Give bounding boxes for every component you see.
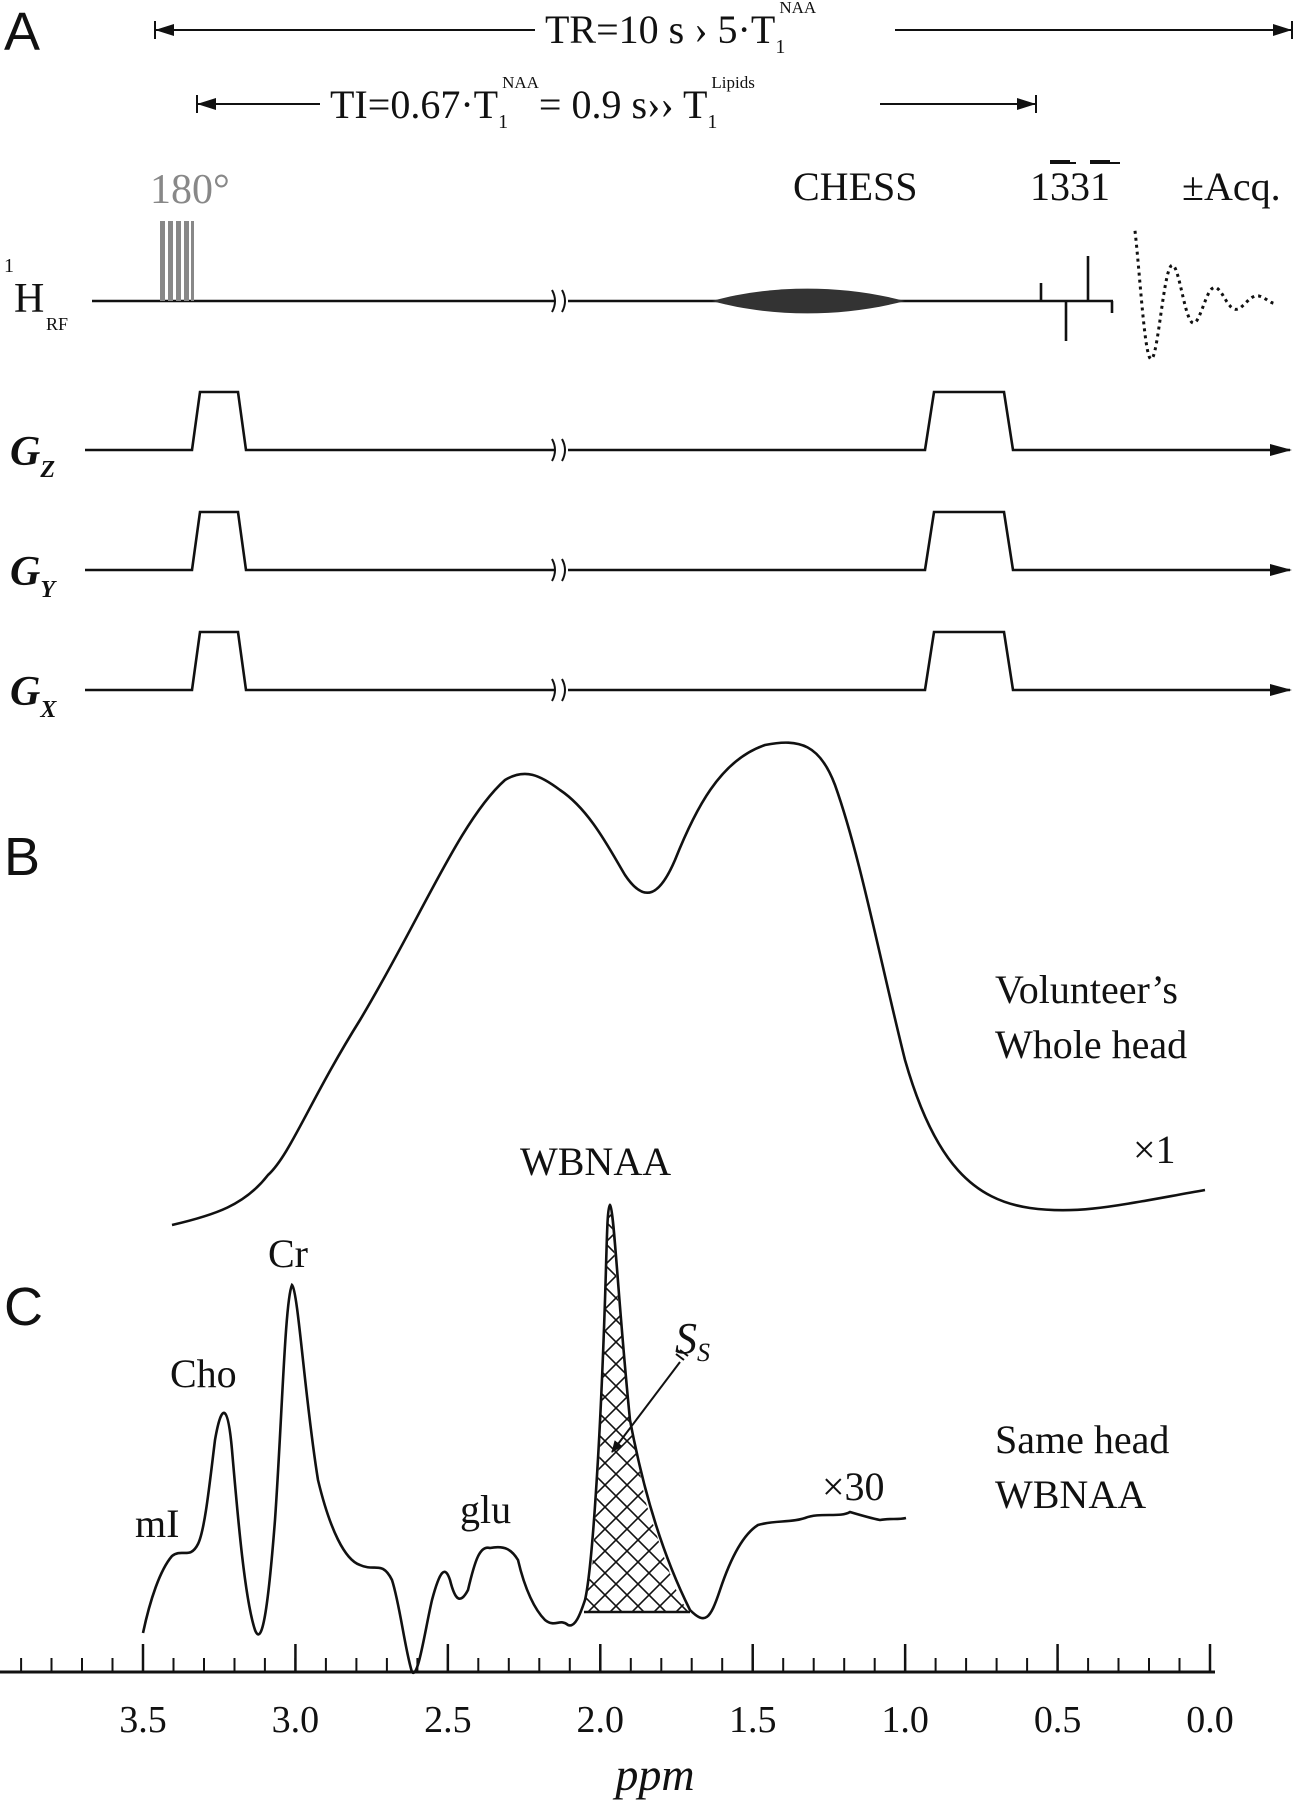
spoiler-gradient-2	[568, 630, 1292, 696]
ti-label: TI=0.67·T1NAA= 0.9 s›› T1Lipids	[330, 73, 755, 133]
inversion-pulse-180	[160, 221, 194, 301]
area-arrow	[611, 1361, 681, 1453]
panel-b-label: B	[4, 827, 40, 887]
gradient-label-x: GX	[10, 669, 57, 723]
spoiler-gradient-1	[85, 390, 555, 452]
peak-label-wbnaa: WBNAA	[520, 1139, 671, 1184]
spoiler-gradient-2	[568, 390, 1292, 456]
peak-label-mi: mI	[135, 1501, 179, 1546]
tick-label: 2.5	[424, 1699, 472, 1741]
spectrum-b-scale: ×1	[1133, 1127, 1176, 1172]
acquisition-label: ±Acq.	[1182, 164, 1281, 209]
time-break	[551, 678, 566, 702]
spectrum-c-wbnaa-curve	[141, 1203, 907, 1675]
chess-pulse	[712, 288, 905, 314]
ppm-axis: 3.5 3.0 2.5 2.0 1.5 1.0 0.5 0.0	[0, 1644, 1234, 1741]
inversion-pulse-label: 180°	[150, 167, 230, 213]
gradient-label-z: GZ	[10, 429, 55, 483]
tr-label: TR=10 s › 5·T1NAA	[545, 0, 817, 58]
rf-channel-sup: 1	[4, 255, 14, 277]
rf-baseline	[92, 289, 1113, 313]
rf-channel-sub: RF	[46, 314, 68, 334]
tick-label: 1.5	[729, 1699, 777, 1741]
gradient-channel-x: GX	[10, 630, 1292, 723]
spoiler-gradient-2	[568, 510, 1292, 576]
spectrum-c-label-line2: WBNAA	[995, 1472, 1146, 1517]
gradient-channel-z: GZ	[10, 390, 1292, 483]
spectrum-c-label-line1: Same head	[995, 1417, 1169, 1462]
wbnaa-area-hatch	[584, 1208, 690, 1612]
time-break	[551, 558, 566, 582]
tick-label: 3.0	[272, 1699, 320, 1741]
peak-label-glu: glu	[460, 1487, 511, 1532]
ppm-axis-label: ppm	[612, 1749, 694, 1800]
gradient-channels: GZ GY GX	[10, 390, 1292, 723]
time-break	[551, 438, 566, 462]
panel-a-label: A	[4, 2, 40, 62]
ti-interval: TI=0.67·T1NAA= 0.9 s›› T1Lipids	[196, 73, 1037, 133]
gradient-channel-y: GY	[10, 510, 1292, 603]
spectrum-b-label-line2: Whole head	[995, 1022, 1187, 1067]
gradient-label-y: GY	[10, 549, 57, 603]
fid-signal	[1133, 230, 1276, 361]
spectrum-b-label-line1: Volunteer’s	[995, 967, 1178, 1012]
time-break-rf	[551, 289, 566, 313]
spectrum-c-scale: ×30	[822, 1464, 885, 1509]
binomial-pulse-label: 1331	[1030, 164, 1110, 209]
panel-c-label: C	[4, 1277, 43, 1337]
chess-label: CHESS	[793, 164, 918, 209]
spoiler-gradient-1	[85, 630, 555, 692]
rf-channel-label: H	[14, 276, 44, 322]
spectrum-b-lipid-curve	[171, 741, 1206, 1227]
tick-label: 1.0	[881, 1699, 929, 1741]
tick-label: 0.0	[1186, 1699, 1234, 1741]
peak-label-cr: Cr	[268, 1231, 308, 1276]
tr-interval: TR=10 s › 5·T1NAA	[154, 0, 1293, 58]
peak-label-cho: Cho	[170, 1351, 237, 1396]
tick-label: 2.0	[577, 1699, 625, 1741]
spoiler-gradient-1	[85, 510, 555, 572]
binomial-pulse-1331	[1039, 256, 1114, 341]
area-label-ss: SS	[675, 1314, 710, 1367]
tick-label: 0.5	[1034, 1699, 1082, 1741]
tick-label: 3.5	[119, 1699, 167, 1741]
